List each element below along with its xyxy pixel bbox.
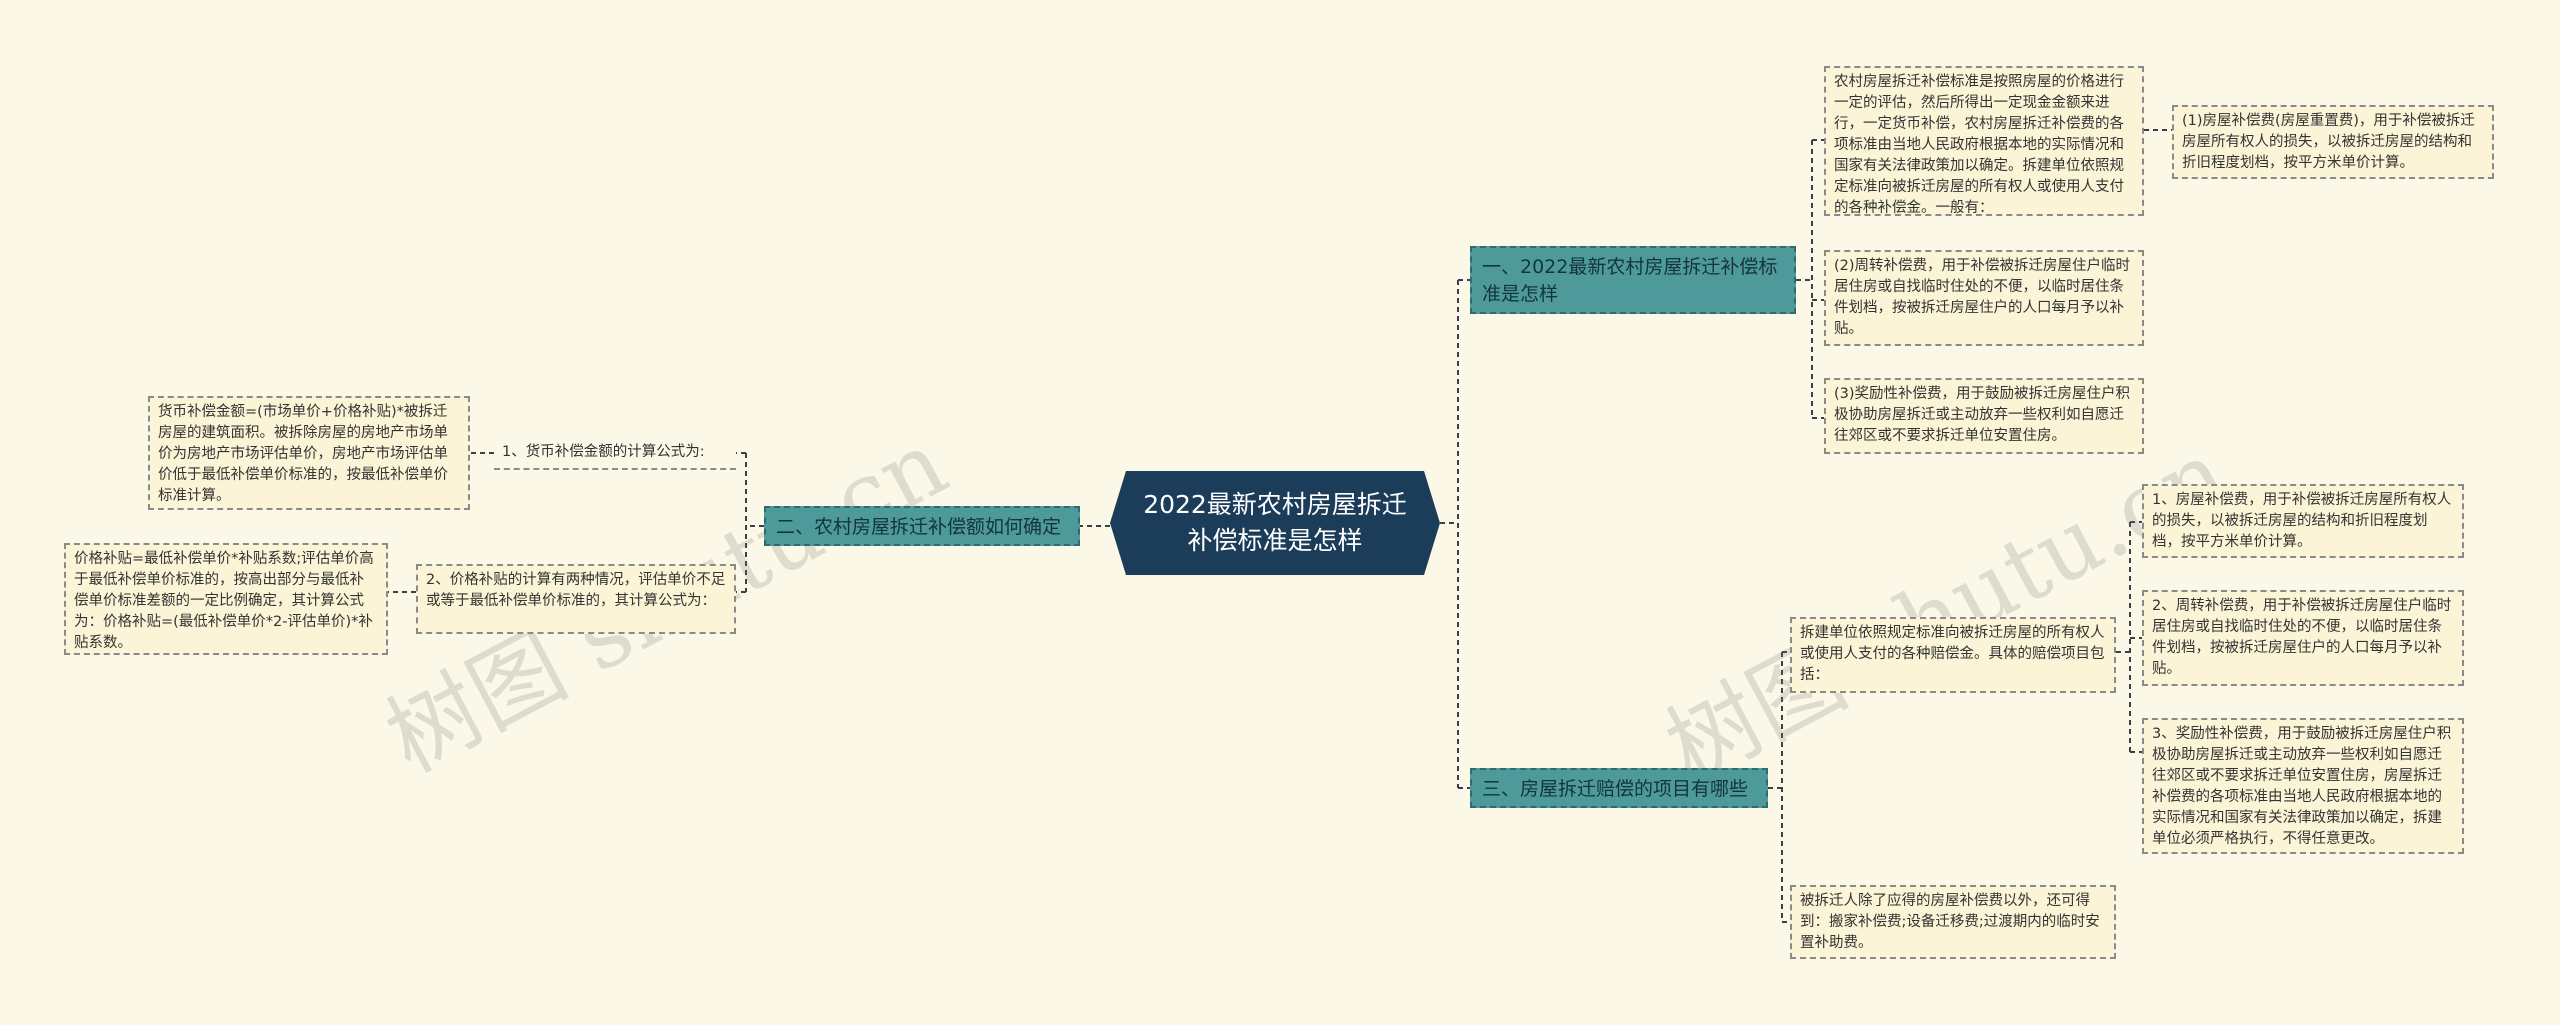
leaf-extra-compensation[interactable]: 被拆迁人除了应得的房屋补偿费以外，还可得到：搬家补偿费;设备迁移费;过渡期内的临… — [1790, 885, 2116, 959]
leaf-turnover-compensation[interactable]: (2)周转补偿费，用于补偿被拆迁房屋住户临时居住房或自找临时住处的不便，以临时居… — [1824, 250, 2144, 346]
leaf-item-housing[interactable]: 1、房屋补偿费，用于补偿被拆迁房屋所有权人的损失，以被拆迁房屋的结构和折旧程度划… — [2142, 484, 2464, 558]
leaf-housing-compensation[interactable]: (1)房屋补偿费(房屋重置费)，用于补偿被拆迁房屋所有权人的损失，以被拆迁房屋的… — [2172, 105, 2494, 179]
root-topic[interactable]: 2022最新农村房屋拆迁补偿标准是怎样 — [1110, 471, 1440, 575]
branch-compensation-items[interactable]: 三、房屋拆迁赔偿的项目有哪些 — [1470, 768, 1768, 808]
leaf-standard-intro[interactable]: 农村房屋拆迁补偿标准是按照房屋的价格进行一定的评估，然后所得出一定现金金额来进行… — [1824, 66, 2144, 216]
leaf-item-turnover[interactable]: 2、周转补偿费，用于补偿被拆迁房屋住户临时居住房或自找临时住处的不便，以临时居住… — [2142, 590, 2464, 686]
branch-how-determined[interactable]: 二、农村房屋拆迁补偿额如何确定 — [764, 506, 1080, 546]
leaf-items-intro[interactable]: 拆建单位依照规定标准向被拆迁房屋的所有权人或使用人支付的各种赔偿金。具体的赔偿项… — [1790, 617, 2116, 693]
branch-compensation-standard-label: 一、2022最新农村房屋拆迁补偿标准是怎样 — [1482, 256, 1778, 305]
sub-monetary-formula[interactable]: 1、货币补偿金额的计算公式为: — [494, 440, 736, 470]
branch-how-determined-label: 二、农村房屋拆迁补偿额如何确定 — [776, 516, 1062, 538]
leaf-incentive-compensation[interactable]: (3)奖励性补偿费，用于鼓励被拆迁房屋住户积极协助房屋拆迁或主动放弃一些权利如自… — [1824, 378, 2144, 454]
leaf-item-incentive[interactable]: 3、奖励性补偿费，用于鼓励被拆迁房屋住户积极协助房屋拆迁或主动放弃一些权利如自愿… — [2142, 718, 2464, 854]
leaf-price-subsidy-detail[interactable]: 价格补贴=最低补偿单价*补贴系数;评估单价高于最低补偿单价标准的，按高出部分与最… — [64, 543, 388, 655]
branch-compensation-items-label: 三、房屋拆迁赔偿的项目有哪些 — [1482, 778, 1749, 800]
leaf-monetary-formula-detail[interactable]: 货币补偿金额=(市场单价+价格补贴)*被拆迁房屋的建筑面积。被拆除房屋的房地产市… — [148, 396, 470, 510]
branch-compensation-standard[interactable]: 一、2022最新农村房屋拆迁补偿标准是怎样 — [1470, 246, 1796, 314]
root-topic-label: 2022最新农村房屋拆迁补偿标准是怎样 — [1143, 490, 1407, 555]
sub-price-subsidy[interactable]: 2、价格补贴的计算有两种情况，评估单价不足或等于最低补偿单价标准的，其计算公式为… — [416, 564, 736, 634]
